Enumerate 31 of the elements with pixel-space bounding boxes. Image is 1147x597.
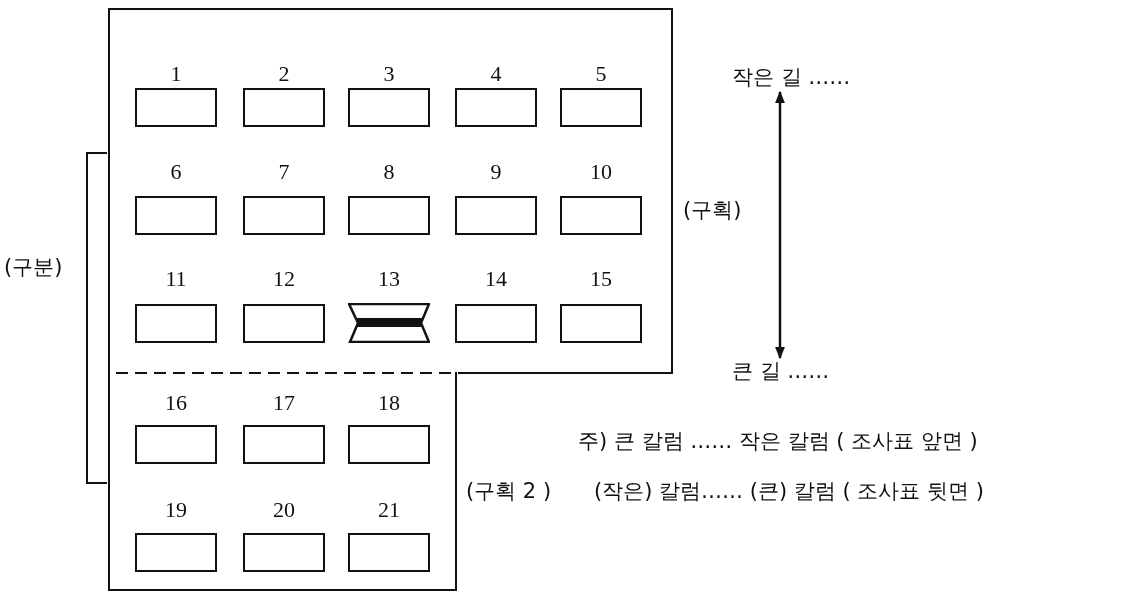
box-number: 17 [272, 391, 296, 415]
block-outline [108, 8, 673, 374]
road-label: 작은 길 …… [732, 64, 851, 90]
box-number: 12 [272, 267, 296, 291]
road-label: 큰 길 …… [732, 358, 830, 384]
block-label: (구획) [683, 197, 742, 223]
box-number: 15 [589, 267, 613, 291]
box-number: 19 [164, 498, 188, 522]
box-number: 14 [484, 267, 508, 291]
box-number: 1 [169, 62, 183, 86]
box-number: 6 [169, 160, 183, 184]
box-number: 16 [164, 391, 188, 415]
box-number: 5 [594, 62, 608, 86]
box-number: 18 [377, 391, 401, 415]
note-text: 주) 큰 칼럼 …… 작은 칼럼 ( 조사표 앞면 ) [578, 428, 978, 454]
double-arrow [775, 90, 785, 360]
box-number: 20 [272, 498, 296, 522]
box-number: 11 [164, 267, 188, 291]
bracket-label: (구분) [4, 254, 63, 280]
box-number: 21 [377, 498, 401, 522]
box-number: 4 [489, 62, 503, 86]
note-text: (작은) 칼럼…… (큰) 칼럼 ( 조사표 뒷면 ) [594, 478, 984, 504]
box-number: 9 [489, 160, 503, 184]
block-outline [108, 372, 457, 591]
box-number: 3 [382, 62, 396, 86]
box-number: 7 [277, 160, 291, 184]
box-number: 2 [277, 62, 291, 86]
box-number: 10 [589, 160, 613, 184]
block-label: (구획 2 ) [466, 478, 552, 504]
box-number: 8 [382, 160, 396, 184]
box-number: 13 [377, 267, 401, 291]
